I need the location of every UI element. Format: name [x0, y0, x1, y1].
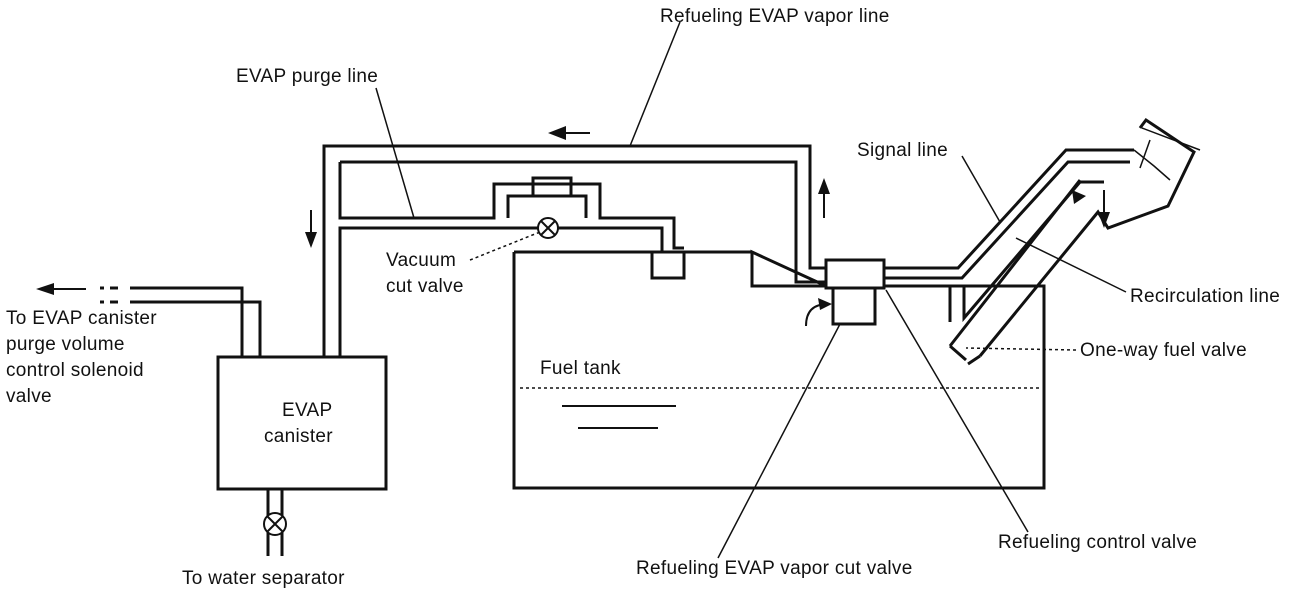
leader-evap-purge-line	[375, 87, 415, 219]
label-evap-canister-1: EVAP	[282, 400, 333, 421]
up-flow-arrow	[818, 178, 830, 194]
vapor-flow-arrow	[548, 126, 566, 140]
leader-signal-line	[961, 155, 1001, 223]
canister-flow-arrow	[305, 232, 317, 248]
purge-line-dashed-end	[100, 286, 118, 304]
label-refueling-evap-vapor-line: Refueling EVAP vapor line	[660, 6, 890, 27]
label-refueling-control-valve: Refueling control valve	[998, 532, 1198, 553]
leader-one-way-fuel-valve	[965, 347, 1077, 351]
label-vacuum-cut-valve-2: cut valve	[386, 276, 464, 297]
leader-refueling-evap-vapor-line	[629, 21, 681, 147]
label-one-way-fuel-valve: One-way fuel valve	[1080, 340, 1247, 361]
leader-refueling-control-valve	[885, 289, 1029, 533]
label-to-evap-purge-1: To EVAP canister	[6, 308, 157, 329]
refueling-evap-vapor-cut-valve	[831, 286, 877, 326]
label-fuel-tank: Fuel tank	[540, 358, 621, 379]
leader-refueling-evap-vapor-cut-valve	[717, 323, 841, 559]
label-vacuum-cut-valve-1: Vacuum	[386, 250, 457, 271]
tank-vent-box	[650, 250, 686, 280]
label-signal-line: Signal line	[857, 140, 948, 161]
label-evap-purge-line: EVAP purge line	[236, 66, 379, 87]
leader-vacuum-cut-valve	[469, 231, 541, 261]
recirculation-arrow-up	[1072, 190, 1086, 204]
label-evap-canister-2: canister	[264, 426, 333, 447]
left-flow-arrow	[36, 283, 54, 295]
label-recirculation-line: Recirculation line	[1130, 286, 1281, 307]
signal-line	[884, 148, 1134, 270]
refueling-control-valve	[824, 258, 886, 290]
leader-recirculation-line	[1015, 237, 1127, 293]
label-to-water-separator: To water separator	[182, 568, 345, 589]
label-to-evap-purge-2: purge volume	[6, 334, 125, 355]
recirculation-line	[948, 180, 1104, 323]
label-to-evap-purge-4: valve	[6, 386, 52, 407]
fuel-flow-arrow-down	[1098, 212, 1110, 228]
purge-line-to-solenoid	[130, 286, 262, 357]
refueling-evap-vapor-line	[322, 144, 826, 357]
label-refueling-evap-vapor-cut-valve: Refueling EVAP vapor cut valve	[636, 558, 913, 579]
label-to-evap-purge-3: control solenoid	[6, 360, 144, 381]
vacuum-cut-valve-orifice	[531, 176, 573, 198]
evap-canister-body	[216, 355, 388, 491]
